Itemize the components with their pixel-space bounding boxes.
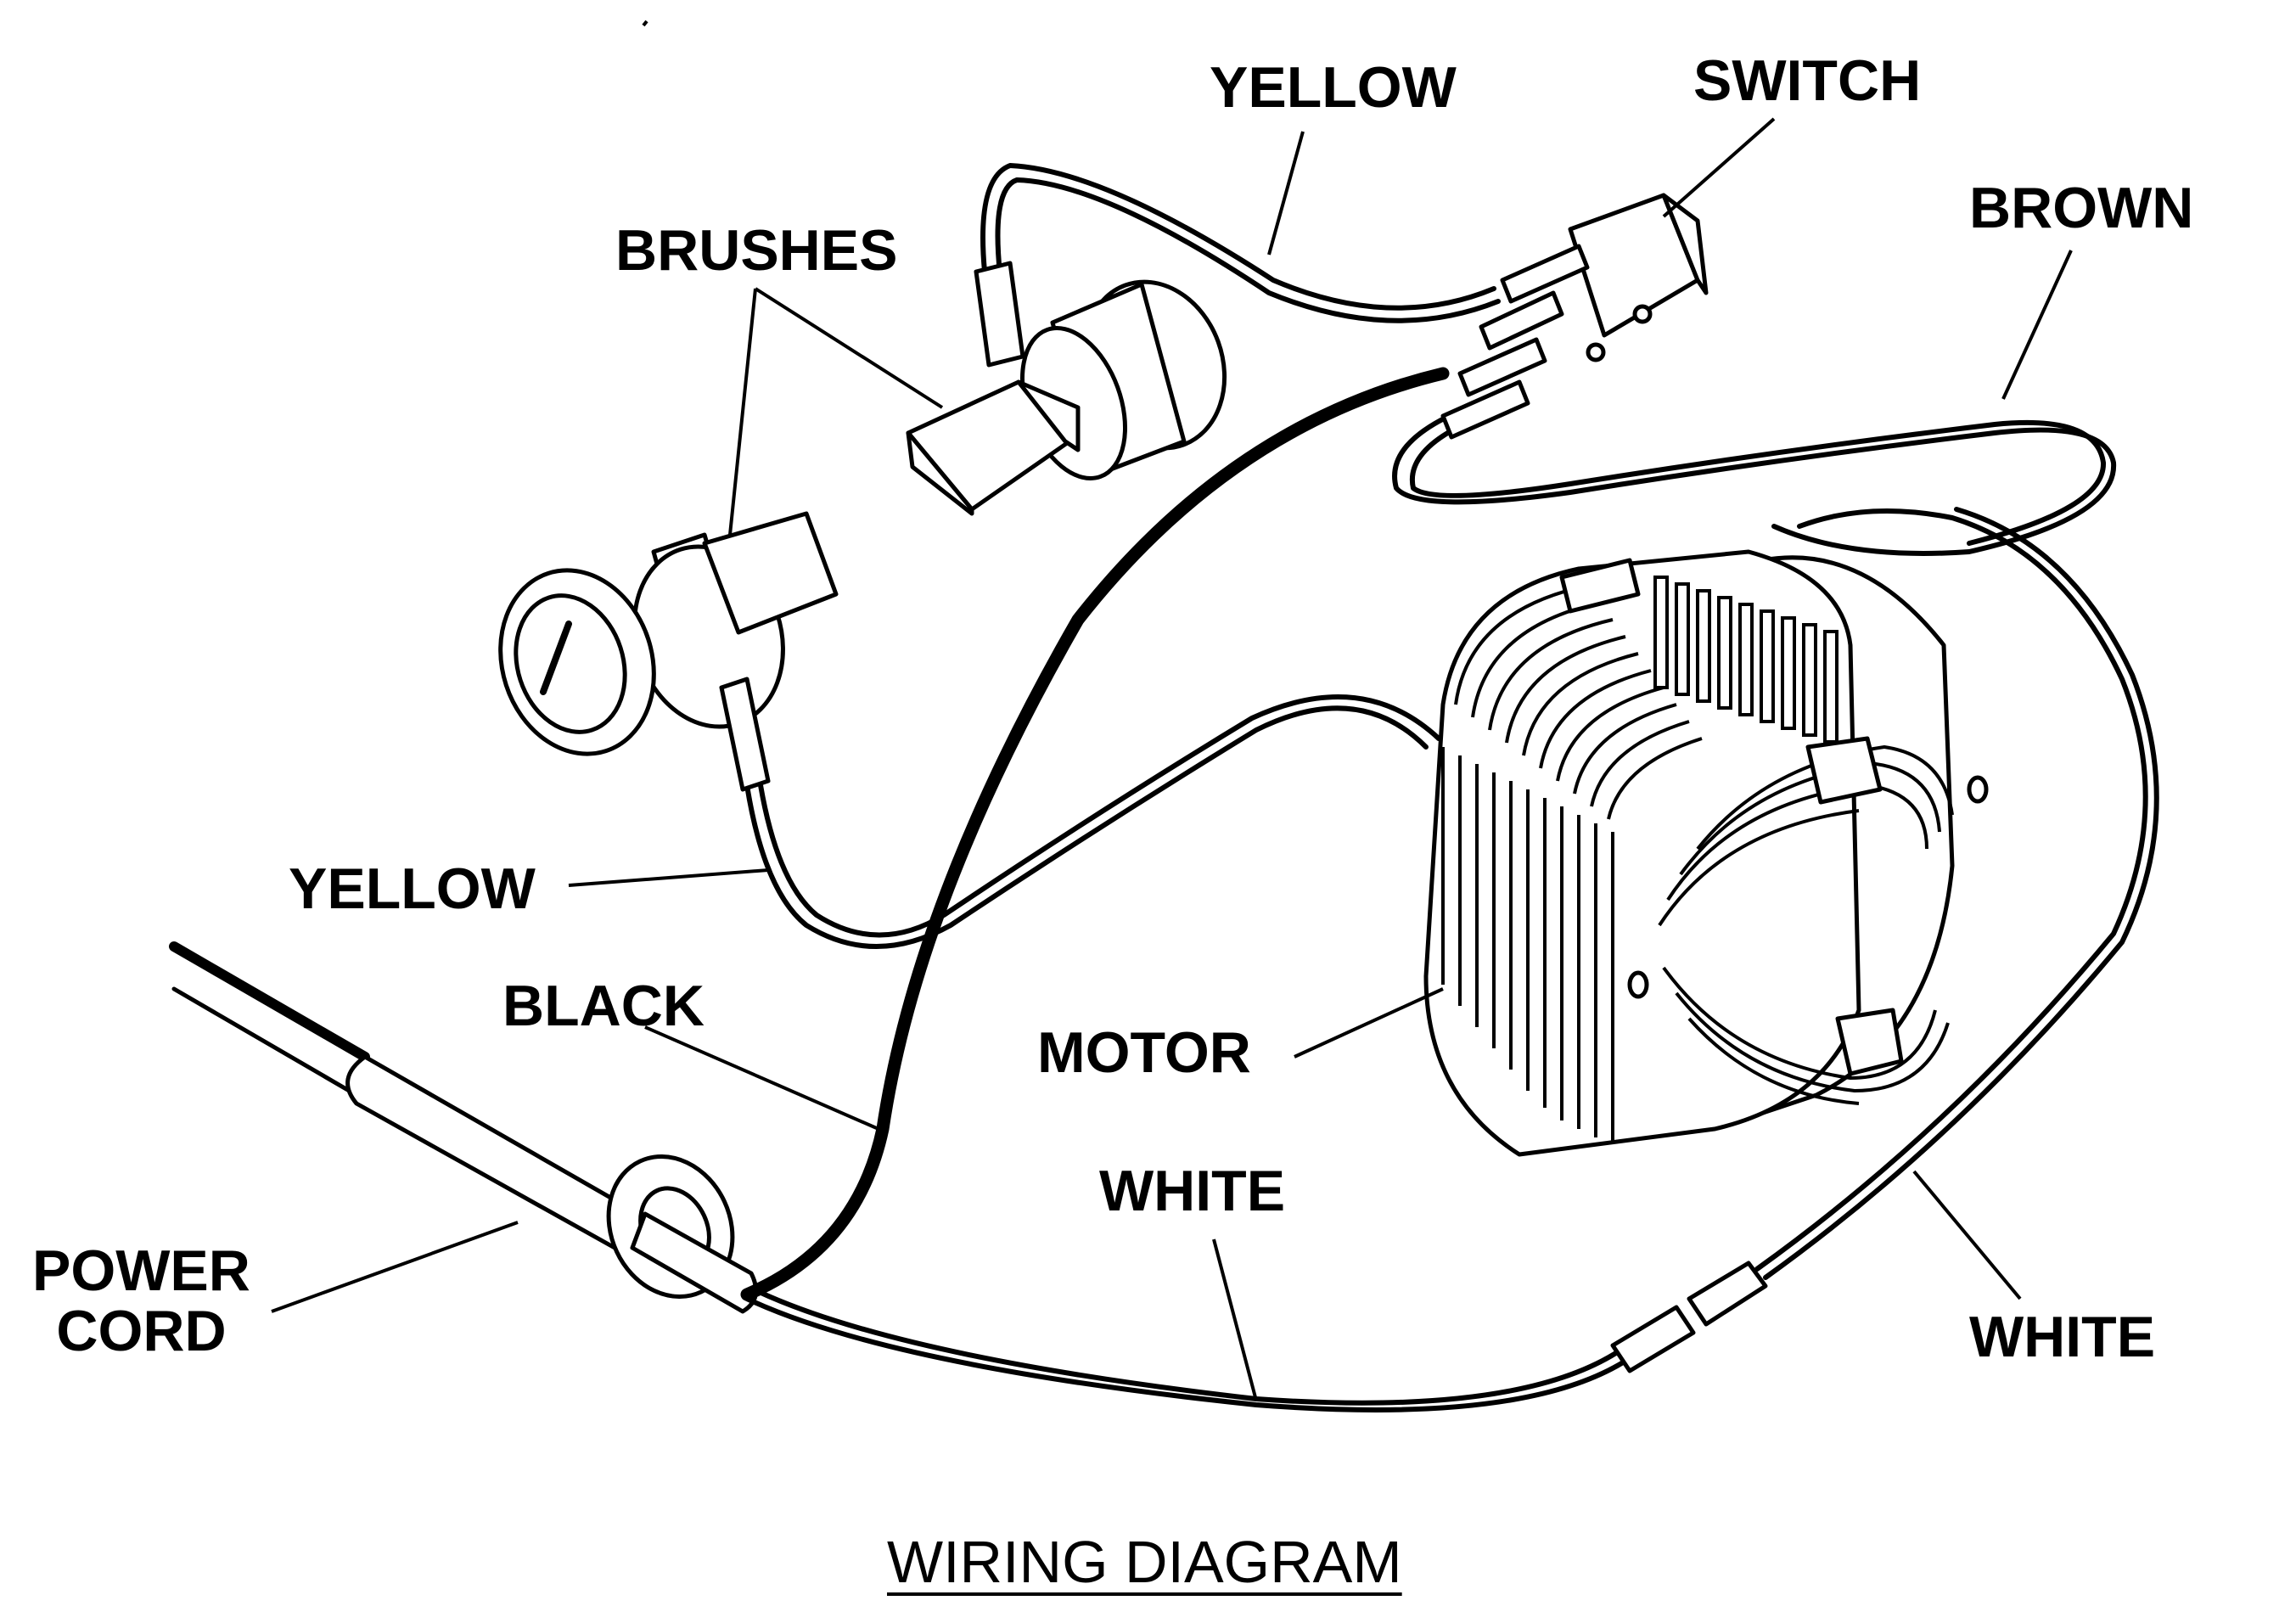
label-white-right: WHITE [1969, 1305, 2156, 1369]
power-cord [169, 941, 759, 1314]
label-motor: MOTOR [1037, 1020, 1251, 1085]
label-brushes: BRUSHES [615, 218, 898, 283]
brush-upper [906, 261, 1227, 516]
label-power-cord-line2: CORD [56, 1299, 227, 1364]
black-wire [740, 367, 1450, 1301]
label-power-cord-line1: POWER [32, 1238, 250, 1303]
label-brown: BROWN [1969, 176, 2194, 240]
label-switch: SWITCH [1693, 48, 1922, 113]
white-wire-right [1754, 508, 2148, 1272]
switch [1440, 193, 1709, 440]
label-white-center: WHITE [1099, 1159, 1286, 1223]
motor [1423, 549, 1989, 1157]
diagram-caption: WIRING DIAGRAM [887, 1529, 1402, 1595]
leader-lines [271, 117, 2073, 1401]
inline-connector [1610, 1261, 1768, 1373]
brown-wire [1392, 405, 2117, 556]
white-wire-bottom [744, 1296, 1632, 1412]
brush-lower [498, 511, 839, 792]
label-yellow-left: YELLOW [289, 856, 536, 921]
yellow-wire-top [980, 163, 1496, 311]
yellow-wire-left [744, 705, 1429, 949]
label-power-cord: POWER CORD [32, 1238, 250, 1364]
label-black: BLACK [502, 974, 705, 1038]
label-yellow-top: YELLOW [1210, 55, 1457, 120]
